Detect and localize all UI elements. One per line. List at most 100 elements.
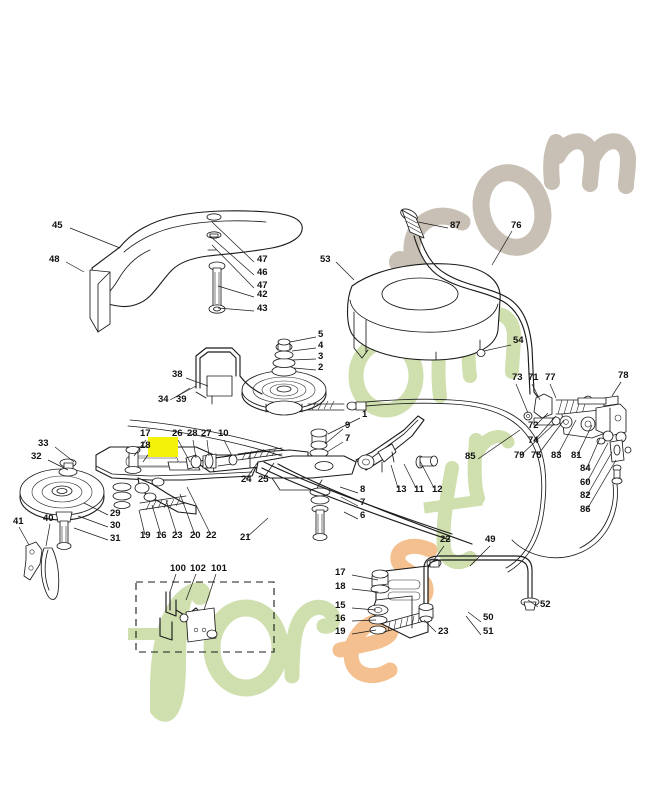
leader-line (173, 387, 191, 399)
leader-line (206, 439, 210, 457)
callout-39: 39 (176, 394, 187, 405)
callout-85: 85 (465, 451, 476, 462)
part-spring-lower (379, 611, 429, 633)
leader-line (327, 417, 361, 435)
callout-79: 79 (514, 450, 525, 461)
callout-19: 19 (140, 530, 151, 541)
leader-lines (18, 221, 622, 636)
leader-line (477, 429, 521, 460)
callout-48: 48 (49, 254, 60, 265)
leader-line (326, 441, 344, 453)
callout-83: 83 (551, 450, 562, 461)
callout-47: 47 (257, 254, 268, 265)
leader-line (246, 517, 269, 538)
leader-line (209, 235, 255, 276)
leader-line (467, 611, 482, 623)
callout-54: 54 (513, 335, 524, 346)
callout-87: 87 (450, 220, 461, 231)
callout-47: 47 (257, 280, 268, 291)
callout-50: 50 (483, 612, 494, 623)
leader-line (339, 486, 359, 494)
leader-line (211, 244, 255, 289)
callout-6: 6 (360, 510, 365, 521)
callout-81: 81 (571, 450, 582, 461)
leader-line (47, 459, 69, 471)
callout-23: 23 (172, 530, 183, 541)
leader-line (138, 509, 146, 536)
leader-line (151, 504, 162, 536)
part-link-assembly (185, 453, 238, 470)
callout-21: 21 (240, 532, 251, 543)
callout-32: 32 (31, 451, 42, 462)
leader-line (423, 619, 437, 633)
leader-line (223, 439, 233, 457)
leader-line (217, 307, 255, 312)
part-spring-10 (237, 447, 283, 461)
leader-line (533, 415, 557, 442)
leader-line (177, 439, 191, 463)
callout-82: 82 (580, 490, 591, 501)
leader-line (549, 383, 557, 399)
leader-line (351, 574, 379, 581)
leader-line (585, 451, 613, 498)
callout-7: 7 (360, 497, 365, 508)
leader-line (351, 588, 379, 593)
leader-line (165, 499, 178, 536)
callout-34: 34 (158, 394, 169, 405)
callout-18: 18 (140, 440, 151, 451)
leader-line (185, 573, 197, 601)
callout-41: 41 (13, 516, 24, 527)
callout-3: 3 (318, 351, 323, 362)
callout-1: 1 (362, 409, 368, 420)
leader-line (419, 460, 435, 489)
callout-77: 77 (545, 372, 556, 383)
leader-line (403, 463, 417, 489)
callout-23: 23 (438, 626, 449, 637)
callout-17: 17 (140, 428, 151, 439)
part-deflector-shield (89, 210, 303, 333)
leader-line (324, 428, 344, 445)
part-belt-and-hook (23, 541, 60, 600)
leader-line (351, 607, 377, 611)
callout-16: 16 (335, 613, 346, 624)
leader-line (536, 419, 565, 457)
leader-line (390, 464, 399, 489)
callout-60: 60 (580, 477, 591, 488)
callout-20: 20 (190, 530, 201, 541)
leader-line (433, 545, 445, 561)
leader-line (203, 573, 217, 611)
callout-22: 22 (206, 530, 217, 541)
callout-102: 102 (190, 563, 206, 574)
leader-line (585, 459, 617, 512)
callout-71: 71 (528, 372, 539, 383)
callout-10: 10 (218, 428, 229, 439)
part-spring-23 (139, 495, 187, 511)
leader-line (211, 221, 255, 263)
callout-17: 17 (335, 567, 346, 578)
callout-33: 33 (38, 438, 49, 449)
leader-line (217, 285, 255, 298)
callout-30: 30 (110, 520, 121, 531)
leader-line (179, 493, 196, 536)
part-lift-bracket (367, 555, 540, 639)
leader-line (83, 502, 109, 516)
leader-line (186, 486, 212, 536)
callout-45: 45 (52, 220, 63, 231)
callout-15: 15 (335, 600, 346, 611)
callout-52: 52 (540, 599, 551, 610)
callout-22: 22 (440, 534, 451, 545)
callout-49: 49 (485, 534, 496, 545)
leader-line (556, 419, 577, 457)
leader-line (185, 377, 209, 387)
callout-5: 5 (318, 329, 324, 340)
leader-line (192, 439, 197, 459)
leader-line (491, 230, 513, 266)
callout-7: 7 (345, 433, 350, 444)
leader-line (527, 599, 539, 608)
leader-line (343, 511, 359, 520)
callout-43: 43 (257, 303, 268, 314)
